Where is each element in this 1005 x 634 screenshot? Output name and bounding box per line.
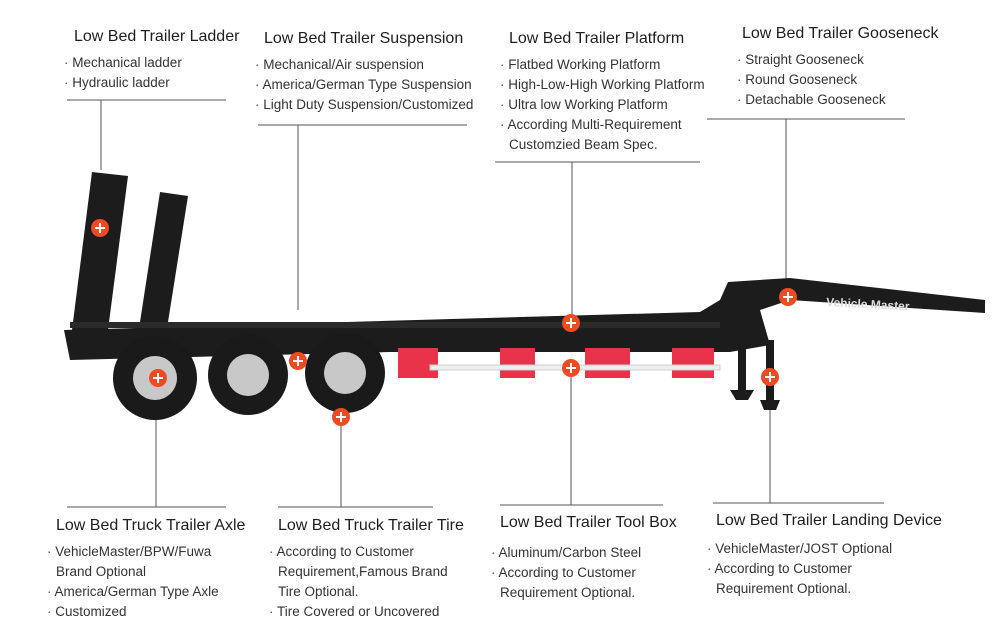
callout-title: Low Bed Trailer Platform	[509, 30, 685, 47]
callout-item: Flatbed Working Platform	[500, 55, 705, 75]
callout-item: Ultra low Working Platform	[500, 95, 705, 115]
plus-circle-icon	[332, 408, 350, 426]
callout-item: Round Gooseneck	[737, 70, 939, 90]
callout-item: VehicleMaster/JOST Optional	[707, 539, 942, 559]
plus-markers	[91, 219, 797, 426]
callout-item: Requirement,Famous Brand	[278, 564, 448, 579]
callout-lines	[67, 99, 905, 508]
callout-platform: Low Bed Trailer Platform Flatbed Working…	[508, 29, 705, 155]
callout-axle: Low Bed Truck Trailer Axle VehicleMaster…	[55, 516, 246, 622]
callout-item: Aluminum/Carbon Steel	[491, 543, 677, 563]
plus-circle-icon	[91, 219, 109, 237]
callout-item: Tire Covered or Uncovered	[269, 602, 464, 622]
callout-ladder: Low Bed Trailer Ladder Mechanical ladder…	[72, 27, 240, 93]
callout-tire: Low Bed Truck Trailer Tire According to …	[277, 516, 464, 622]
deck	[64, 278, 985, 360]
callout-item: Straight Gooseneck	[737, 50, 939, 70]
callout-item: Requirement Optional.	[716, 581, 852, 596]
callout-title: Low Bed Trailer Tool Box	[500, 514, 677, 531]
callout-item: Brand Optional	[56, 564, 147, 579]
callout-suspension: Low Bed Trailer Suspension Mechanical/Ai…	[263, 29, 474, 115]
callout-title: Low Bed Truck Trailer Tire	[278, 517, 464, 534]
callout-gooseneck: Low Bed Trailer Gooseneck Straight Goose…	[742, 24, 939, 110]
callout-item: Customzied Beam Spec.	[509, 137, 658, 152]
callout-item: Requirement Optional.	[500, 585, 636, 600]
callout-item: Mechanical ladder	[64, 53, 239, 73]
callout-item: VehicleMaster/BPW/Fuwa	[47, 542, 245, 562]
callout-toolbox: Low Bed Trailer Tool Box Aluminum/Carbon…	[499, 513, 677, 603]
brand-label: Vehicle Master	[826, 295, 910, 313]
ladders	[72, 172, 188, 330]
callout-item: Detachable Gooseneck	[737, 90, 939, 110]
callout-item: America/German Type Axle	[47, 582, 245, 602]
callout-item: According to Customer	[491, 563, 677, 583]
plus-circle-icon	[289, 352, 307, 370]
callout-item: America/German Type Suspension	[255, 75, 473, 95]
plus-circle-icon	[562, 359, 580, 377]
callout-item: According to Customer	[707, 559, 942, 579]
plus-circle-icon	[779, 288, 797, 306]
callout-item: Hydraulic ladder	[64, 73, 239, 93]
callout-item: According to Customer	[269, 542, 464, 562]
callout-title: Low Bed Trailer Suspension	[264, 30, 464, 47]
callout-item: Light Duty Suspension/Customized	[255, 95, 473, 115]
callout-item: Tire Optional.	[278, 584, 359, 599]
callout-item: Customized	[47, 602, 245, 622]
callout-landing: Low Bed Trailer Landing Device VehicleMa…	[715, 511, 942, 599]
callout-item: Mechanical/Air suspension	[255, 55, 473, 75]
callout-title: Low Bed Truck Trailer Axle	[56, 517, 246, 534]
callout-item: According Multi-Requirement	[500, 115, 705, 135]
plus-circle-icon	[761, 368, 779, 386]
toolbox	[398, 348, 721, 378]
callout-title: Low Bed Trailer Landing Device	[716, 512, 942, 529]
callout-item: High-Low-High Working Platform	[500, 75, 704, 95]
plus-circle-icon	[562, 314, 580, 332]
callout-title: Low Bed Trailer Ladder	[74, 28, 240, 45]
callout-title: Low Bed Trailer Gooseneck	[742, 25, 939, 42]
plus-circle-icon	[149, 369, 167, 387]
